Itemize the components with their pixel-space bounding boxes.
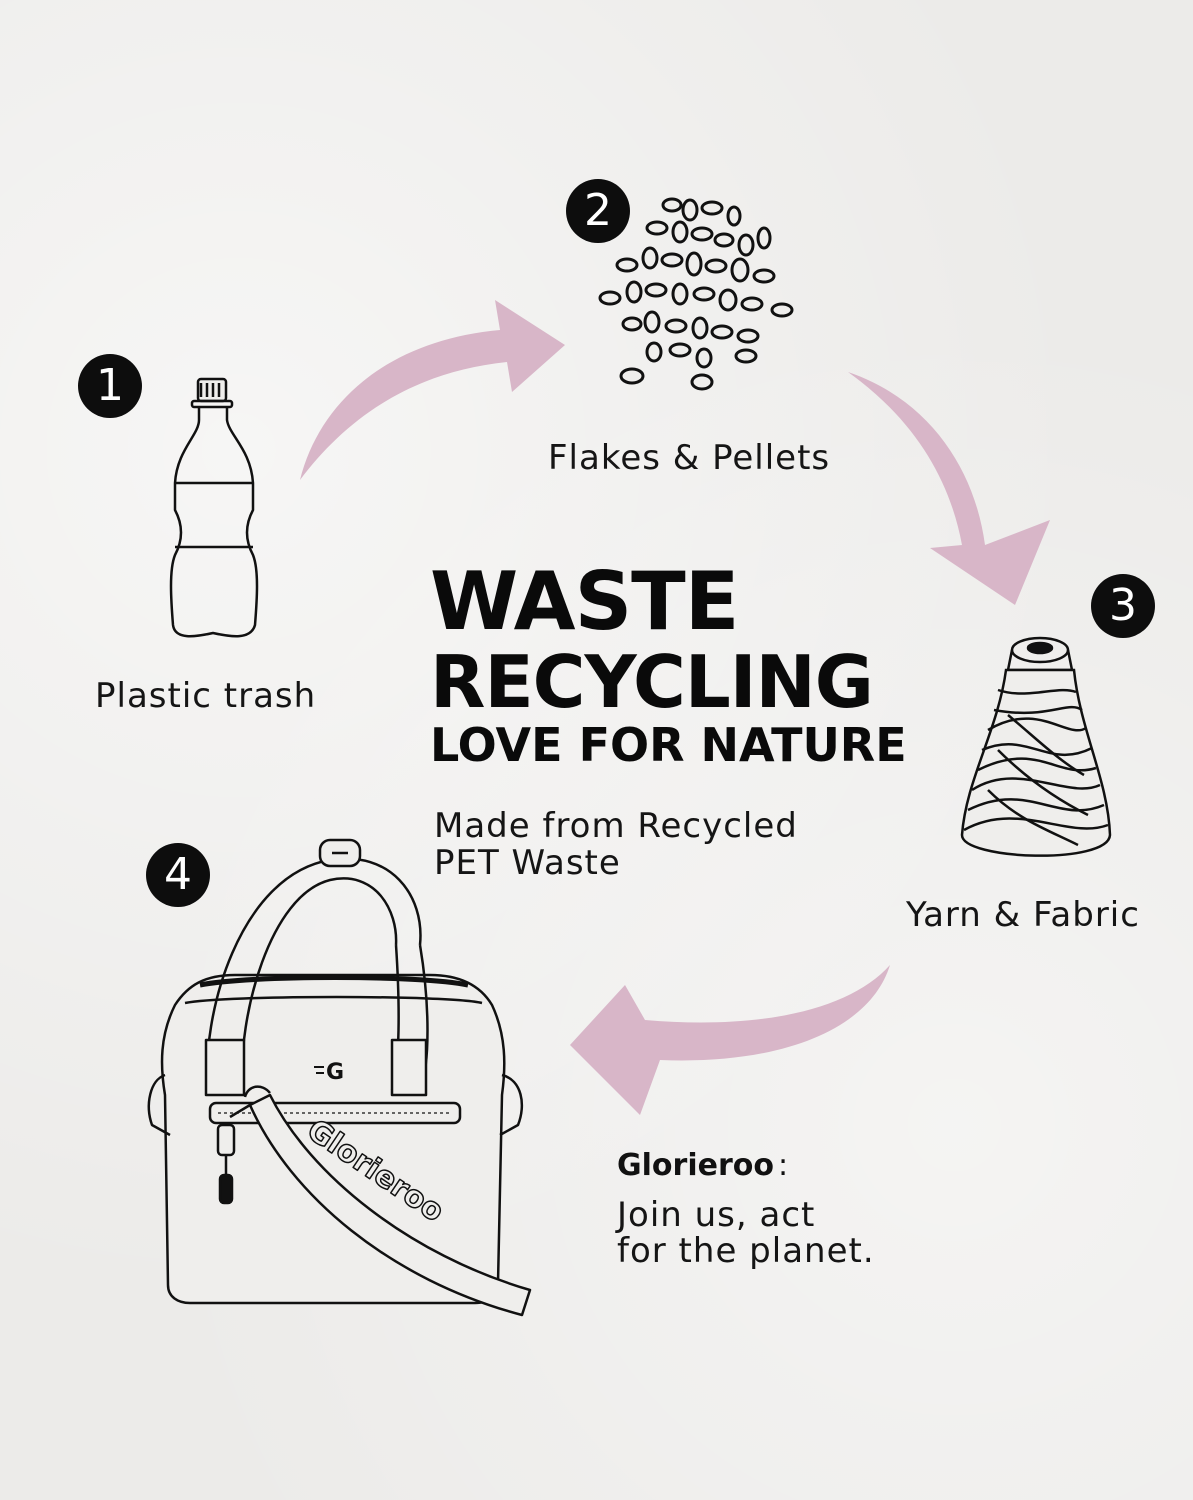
step-4-badge: 4 — [146, 843, 210, 907]
step-3-label: Yarn & Fabric — [906, 895, 1140, 935]
subtitle: Made from Recycled PET Waste — [434, 806, 798, 884]
pellets-icon — [598, 197, 794, 391]
step-1-badge: 1 — [78, 354, 142, 418]
yarn-spool-icon — [960, 636, 1112, 857]
tagline-line-2: for the planet. — [617, 1230, 875, 1271]
title-line-3: LOVE FOR NATURE — [430, 718, 907, 772]
brand-colon: : — [777, 1148, 789, 1183]
brand-name: Glorieroo — [617, 1148, 774, 1183]
brand-tagline: Join us, act for the planet. — [617, 1195, 875, 1271]
brand-heading: Glorieroo: — [617, 1148, 788, 1183]
tagline-line-1: Join us, act — [617, 1195, 816, 1235]
bag-icon: G Glorieroo — [147, 838, 532, 1317]
subtitle-line-1: Made from Recycled — [434, 806, 798, 846]
bottle-icon — [169, 377, 259, 638]
arrow-icon — [848, 372, 1050, 605]
title-line-2: RECYCLING — [430, 640, 874, 724]
step-3-badge: 3 — [1091, 574, 1155, 638]
bag-logo: G — [326, 1060, 344, 1085]
arrow-icon — [300, 300, 565, 480]
step-2-badge: 2 — [566, 179, 630, 243]
step-2-label: Flakes & Pellets — [548, 438, 831, 478]
step-1-label: Plastic trash — [95, 676, 317, 716]
title-line-1: WASTE — [430, 555, 739, 648]
subtitle-line-2: PET Waste — [434, 843, 621, 884]
arrow-icon — [570, 965, 890, 1115]
